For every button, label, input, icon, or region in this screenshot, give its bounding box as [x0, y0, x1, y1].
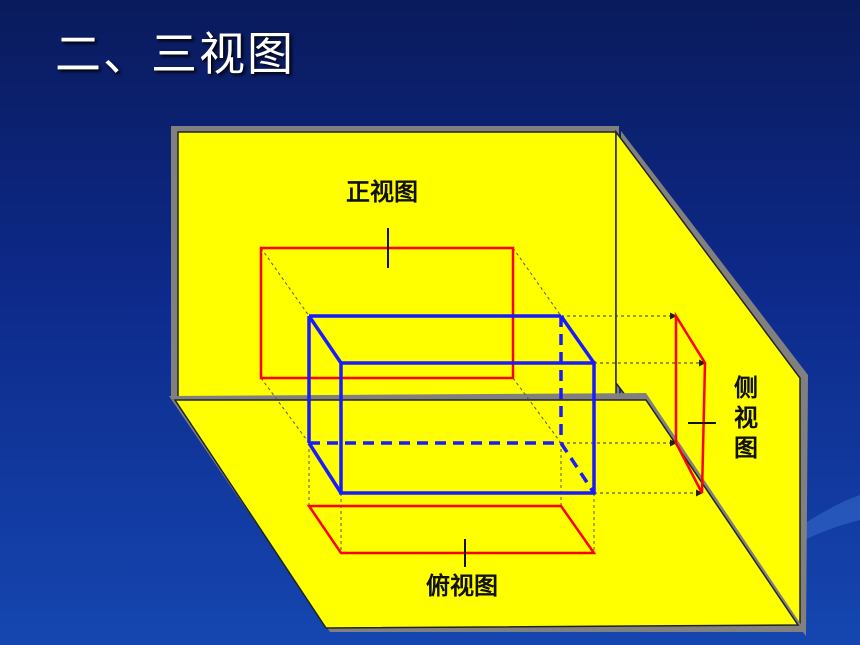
side-projection-guides [561, 312, 706, 497]
front-plane [171, 126, 619, 400]
top-view-label: 俯视图 [426, 572, 498, 600]
bottom-plane [169, 393, 806, 632]
slide-title: 二、三视图 [55, 27, 295, 81]
label-pointers [387, 228, 716, 567]
front-view-label: 正视图 [346, 178, 418, 206]
top-view-projection [306, 504, 597, 555]
side-view-label-char-1: 侧 [734, 374, 758, 402]
cuboid-solid [307, 314, 596, 495]
side-view-projection [674, 311, 707, 494]
side-view-label-char-2: 视 [734, 404, 758, 432]
projection-guides [260, 247, 595, 553]
side-view-label-char-3: 图 [734, 434, 758, 462]
